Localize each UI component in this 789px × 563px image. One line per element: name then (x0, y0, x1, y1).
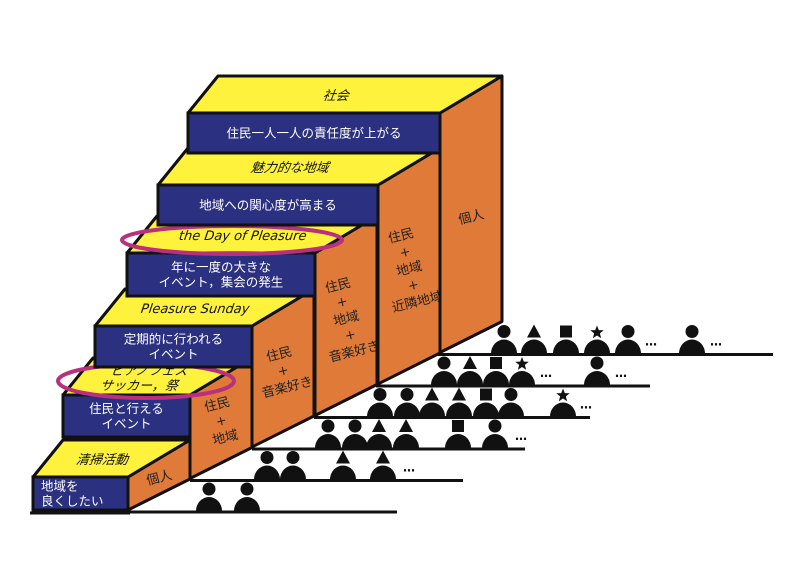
person-triangle-icon (419, 387, 445, 417)
person-circle-icon (315, 419, 341, 448)
person-circle-icon (584, 356, 610, 385)
participant-label: 住民 (265, 345, 294, 366)
participant-label: 住民 (203, 395, 232, 416)
ellipsis-more: … (580, 398, 592, 412)
step-description: 年に一度の大きな (171, 260, 271, 275)
people-rows: … … … … … … … (196, 324, 722, 511)
step-description: イベント (101, 416, 151, 431)
step-front-face (156, 183, 380, 227)
step-participants: 住民+地域 (203, 395, 240, 449)
participant-label: 個人 (457, 207, 486, 228)
person-square-icon (473, 388, 499, 417)
person-triangle-icon (521, 324, 547, 354)
participant-label: + (214, 413, 228, 430)
participant-label: + (335, 294, 349, 311)
step-description: イベント (148, 347, 198, 362)
person-triangle-icon (330, 450, 356, 480)
person-square-icon (553, 325, 579, 354)
participant-label: + (406, 277, 420, 294)
step-title: 社会 (322, 89, 352, 104)
participant-label: 地域 (332, 309, 361, 330)
step-front-face (186, 111, 442, 155)
step-title: 魅力的な地域 (250, 160, 332, 176)
person-circle-icon (679, 325, 705, 354)
person-square-icon (483, 357, 509, 385)
person-star-icon (509, 357, 535, 385)
person-circle-icon (431, 356, 457, 385)
ellipsis-more: … (645, 335, 657, 349)
ellipsis-more: … (615, 366, 627, 380)
participant-label: 地域 (211, 428, 240, 449)
step-participants: 住民+地域+近隣地域 (387, 226, 445, 316)
person-circle-icon (498, 388, 524, 417)
person-circle-icon (254, 451, 280, 480)
person-triangle-icon (457, 356, 483, 385)
step-description: 地域を (41, 479, 79, 494)
participant-label: 住民 (324, 276, 353, 297)
step-description: 地域への関心度が高まる (199, 198, 337, 213)
floor-lines (30, 353, 773, 515)
person-circle-icon (482, 419, 508, 448)
participant-label: + (276, 363, 290, 380)
person-triangle-icon (370, 450, 396, 480)
step-title: 清掃活動 (75, 453, 131, 468)
participant-label: + (343, 327, 357, 344)
ellipsis-more: … (515, 429, 527, 443)
person-triangle-icon (446, 387, 472, 417)
person-triangle-icon (366, 419, 392, 448)
person-square-icon (445, 420, 471, 448)
participant-label: + (398, 244, 412, 261)
step-description: 住民と行える (89, 401, 164, 416)
participant-label: 個人 (145, 468, 174, 489)
step-description: 住民一人一人の責任度が上がる (226, 126, 401, 141)
person-circle-icon (615, 325, 641, 354)
participant-label: 地域 (395, 259, 424, 280)
person-circle-icon (367, 388, 393, 417)
person-circle-icon (280, 451, 306, 480)
step-title: サッカー，祭 (99, 379, 181, 394)
ellipsis-more: … (403, 461, 415, 475)
step-front-face (125, 251, 317, 298)
ellipsis-more: … (540, 366, 552, 380)
step-description: 定期的に行われる (124, 332, 223, 347)
step-front-face (93, 324, 254, 369)
participant-label: 住民 (387, 226, 416, 247)
step-title: Pleasure Sunday (140, 302, 251, 317)
step-front-face (31, 475, 130, 512)
person-star-icon (550, 388, 576, 417)
person-circle-icon (394, 388, 420, 417)
person-circle-icon (491, 325, 517, 354)
person-circle-icon (234, 482, 260, 511)
step-participants: 個人 (145, 468, 174, 489)
step-participants: 個人 (457, 207, 486, 228)
step-title: the Day of Pleasure (178, 229, 308, 244)
staircase: 地域を良くしたい清掃活動個人住民と行えるイベントピアノフェスサッカー，祭住民+地… (31, 74, 504, 512)
step-front-face (61, 393, 192, 439)
step-description: イベント，集会の発生 (159, 275, 284, 290)
person-triangle-icon (393, 419, 419, 448)
person-circle-icon (196, 482, 222, 511)
person-star-icon (584, 325, 610, 354)
step-description: 良くしたい (41, 494, 104, 509)
person-circle-icon (342, 419, 368, 448)
ellipsis-more: … (710, 335, 722, 349)
